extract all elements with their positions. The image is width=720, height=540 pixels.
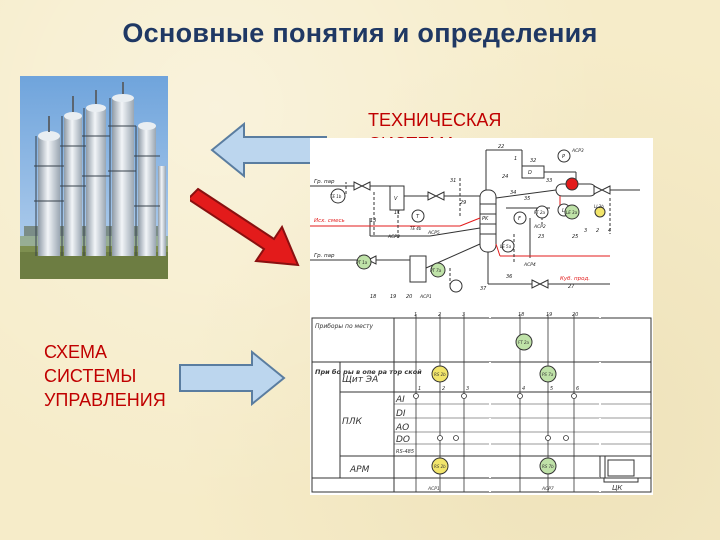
process-diagram bbox=[310, 149, 640, 289]
controller-tag: АСР3 bbox=[571, 148, 584, 154]
line-number: 19 bbox=[390, 294, 396, 300]
input-mixture: Исх. смесь bbox=[314, 218, 345, 224]
device-tag: LE 5a bbox=[500, 244, 512, 249]
bottom-tag: АСР7 bbox=[541, 486, 554, 492]
control-scheme-label-line2: СИСТЕМЫ bbox=[44, 366, 137, 386]
bottom-tag: АСР1 bbox=[427, 486, 440, 492]
technical-system-label-line1: ТЕХНИЧЕСКАЯ bbox=[368, 110, 502, 130]
control-scheme-label-line3: УПРАВЛЕНИЯ bbox=[44, 390, 166, 410]
line-number: 4 bbox=[608, 228, 611, 234]
line-number: 32 bbox=[530, 158, 536, 164]
device-tag: TE 1b bbox=[330, 194, 342, 199]
column-number: 3 bbox=[462, 312, 465, 318]
column-number: 20 bbox=[572, 312, 578, 318]
channel-number: 6 bbox=[576, 386, 579, 392]
input-steam-top: Гр. пар bbox=[314, 179, 335, 185]
line-number: 22 bbox=[498, 144, 504, 150]
controller-tag: АСРЗ bbox=[387, 234, 400, 240]
line-number: 18 bbox=[370, 294, 376, 300]
line-number: 23 bbox=[538, 234, 544, 240]
page-title: Основные понятия и определения bbox=[122, 18, 598, 48]
stream-label-f: F bbox=[518, 216, 521, 222]
stream-label-v: V bbox=[394, 196, 398, 202]
device-tag: FT 2a bbox=[518, 340, 530, 345]
plc-channel-do: DO bbox=[396, 435, 410, 445]
device-tag: PS 7a bbox=[542, 372, 554, 377]
line-number: 37 bbox=[480, 286, 487, 292]
line-number: 2 bbox=[596, 228, 599, 234]
column-number: 1 bbox=[414, 312, 417, 318]
channel-number: 1 bbox=[418, 386, 421, 392]
column-number: 2 bbox=[438, 312, 441, 318]
plc-channel-ai: AI bbox=[395, 395, 405, 405]
process-and-control-diagram: Гр. пар Исх. смесь Гр. пар Куб. прод. V … bbox=[310, 138, 653, 495]
plc-channel-di: DI bbox=[396, 409, 406, 419]
controller-tag: АСР4 bbox=[523, 262, 536, 268]
line-number: 35 bbox=[524, 196, 530, 202]
stream-label-l: L bbox=[562, 208, 565, 214]
row-label-field-instruments: Приборы по месту bbox=[315, 323, 374, 330]
line-number: 3 bbox=[584, 228, 587, 234]
controller-tag: АСР1 bbox=[419, 294, 432, 300]
channel-number: 3 bbox=[466, 386, 469, 392]
line-number: 29 bbox=[460, 200, 466, 206]
device-tag: PT 7a bbox=[430, 268, 442, 273]
controller-tag: АСР5 bbox=[427, 230, 440, 236]
column-number: 19 bbox=[546, 312, 552, 318]
line-number: 11 bbox=[394, 210, 400, 216]
bus-label: RS-485 bbox=[396, 449, 414, 455]
stream-label-t: T bbox=[416, 214, 420, 220]
device-tag: TE 4b bbox=[410, 226, 422, 231]
line-number: 36 bbox=[506, 274, 512, 280]
stream-label-d: D bbox=[528, 170, 532, 176]
device-tag: RS 7b bbox=[542, 464, 554, 469]
row-label-panel: Щит ЭА bbox=[342, 375, 378, 385]
stream-label-pk: PK bbox=[482, 216, 489, 222]
control-scheme-label-line1: СХЕМА bbox=[44, 342, 107, 362]
line-number: 33 bbox=[546, 178, 552, 184]
line-number: 31 bbox=[450, 178, 456, 184]
line-number: 24 bbox=[502, 174, 508, 180]
column-number: 18 bbox=[518, 312, 524, 318]
row-label-plc: ПЛК bbox=[342, 417, 363, 427]
device-tag: LI 3b bbox=[594, 204, 604, 209]
cu-label: ЦК bbox=[612, 484, 623, 492]
device-tag: LE 3a bbox=[566, 210, 578, 215]
output-bottoms: Куб. прод. bbox=[560, 276, 590, 282]
device-tag: FT 2a bbox=[534, 210, 546, 215]
plc-channel-ao: AO bbox=[395, 423, 409, 433]
line-number: 27 bbox=[568, 284, 575, 290]
row-label-arm: АРМ bbox=[349, 465, 370, 475]
control-scheme-label: СХЕМА СИСТЕМЫ УПРАВЛЕНИЯ bbox=[44, 340, 166, 412]
stream-label-p: P bbox=[562, 154, 565, 160]
channel-number: 5 bbox=[550, 386, 553, 392]
device-tag: RS 2b bbox=[434, 464, 446, 469]
input-steam-bottom: Гр. пар bbox=[314, 253, 335, 259]
line-number: 34 bbox=[510, 190, 516, 196]
channel-number: 4 bbox=[522, 386, 525, 392]
device-tag: RS 2b bbox=[434, 372, 446, 377]
channel-number: 2 bbox=[442, 386, 445, 392]
line-number: 25 bbox=[572, 234, 578, 240]
control-diagram: Приборы по месту Щит ЭА ПЛК АРМ AI DI AO… bbox=[311, 312, 652, 493]
line-number: 13 bbox=[370, 218, 376, 224]
line-number: 1 bbox=[514, 156, 517, 162]
right-arrow-icon bbox=[179, 350, 286, 406]
diagonal-arrow-icon bbox=[190, 187, 300, 267]
device-tag: PT 1a bbox=[356, 260, 368, 265]
controller-tag: АСР2 bbox=[533, 224, 546, 230]
distillation-columns-photo bbox=[20, 76, 168, 279]
side-label-operator-room: При бо ры в опе ра тор ской bbox=[315, 368, 422, 376]
line-number: 20 bbox=[406, 294, 412, 300]
